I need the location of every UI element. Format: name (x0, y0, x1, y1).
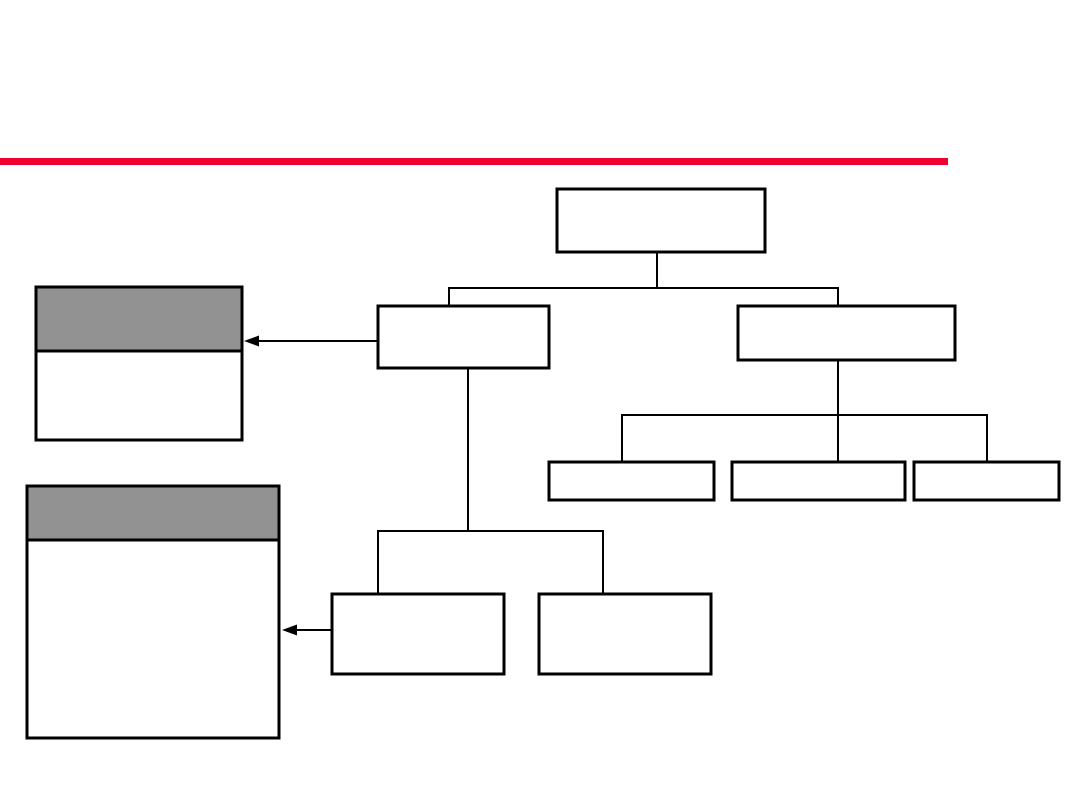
connector-root-to-branches (448, 287, 839, 306)
node-branch-right (736, 304, 957, 362)
node-left-leaf-2 (537, 592, 713, 676)
arrow-head-icon (282, 624, 297, 636)
table-bottom-left-body (25, 538, 281, 740)
node-left-leaf-1-box (330, 592, 506, 676)
node-right-leaf-1 (547, 460, 716, 502)
node-branch-right-box (736, 304, 957, 362)
table-top-left-body (34, 349, 244, 442)
node-right-leaf-2 (730, 460, 907, 502)
node-right-leaf-1-box (547, 460, 716, 502)
table-bottom-left (25, 484, 281, 740)
table-top-left-header (34, 285, 244, 353)
node-left-leaf-1 (330, 592, 506, 676)
node-branch-left (376, 304, 551, 370)
node-root (555, 187, 767, 254)
node-right-leaf-3-box (912, 460, 1061, 502)
node-left-leaf-2-box (537, 592, 713, 676)
table-top-left (34, 285, 244, 442)
accent-rule (0, 158, 948, 165)
node-branch-left-box (376, 304, 551, 370)
arrow-head-icon (244, 335, 259, 347)
node-right-leaf-2-box (730, 460, 907, 502)
table-bottom-left-header (25, 484, 281, 542)
node-right-leaf-3 (912, 460, 1061, 502)
arrow-branch-left-to-table-top-left (244, 335, 378, 347)
connector-left-branch-to-leaves (377, 530, 604, 594)
arrow-left-leaf-to-table-bottom-left (282, 624, 332, 636)
node-root-box (555, 187, 767, 254)
connector-right-branch-to-leaves (621, 414, 988, 462)
